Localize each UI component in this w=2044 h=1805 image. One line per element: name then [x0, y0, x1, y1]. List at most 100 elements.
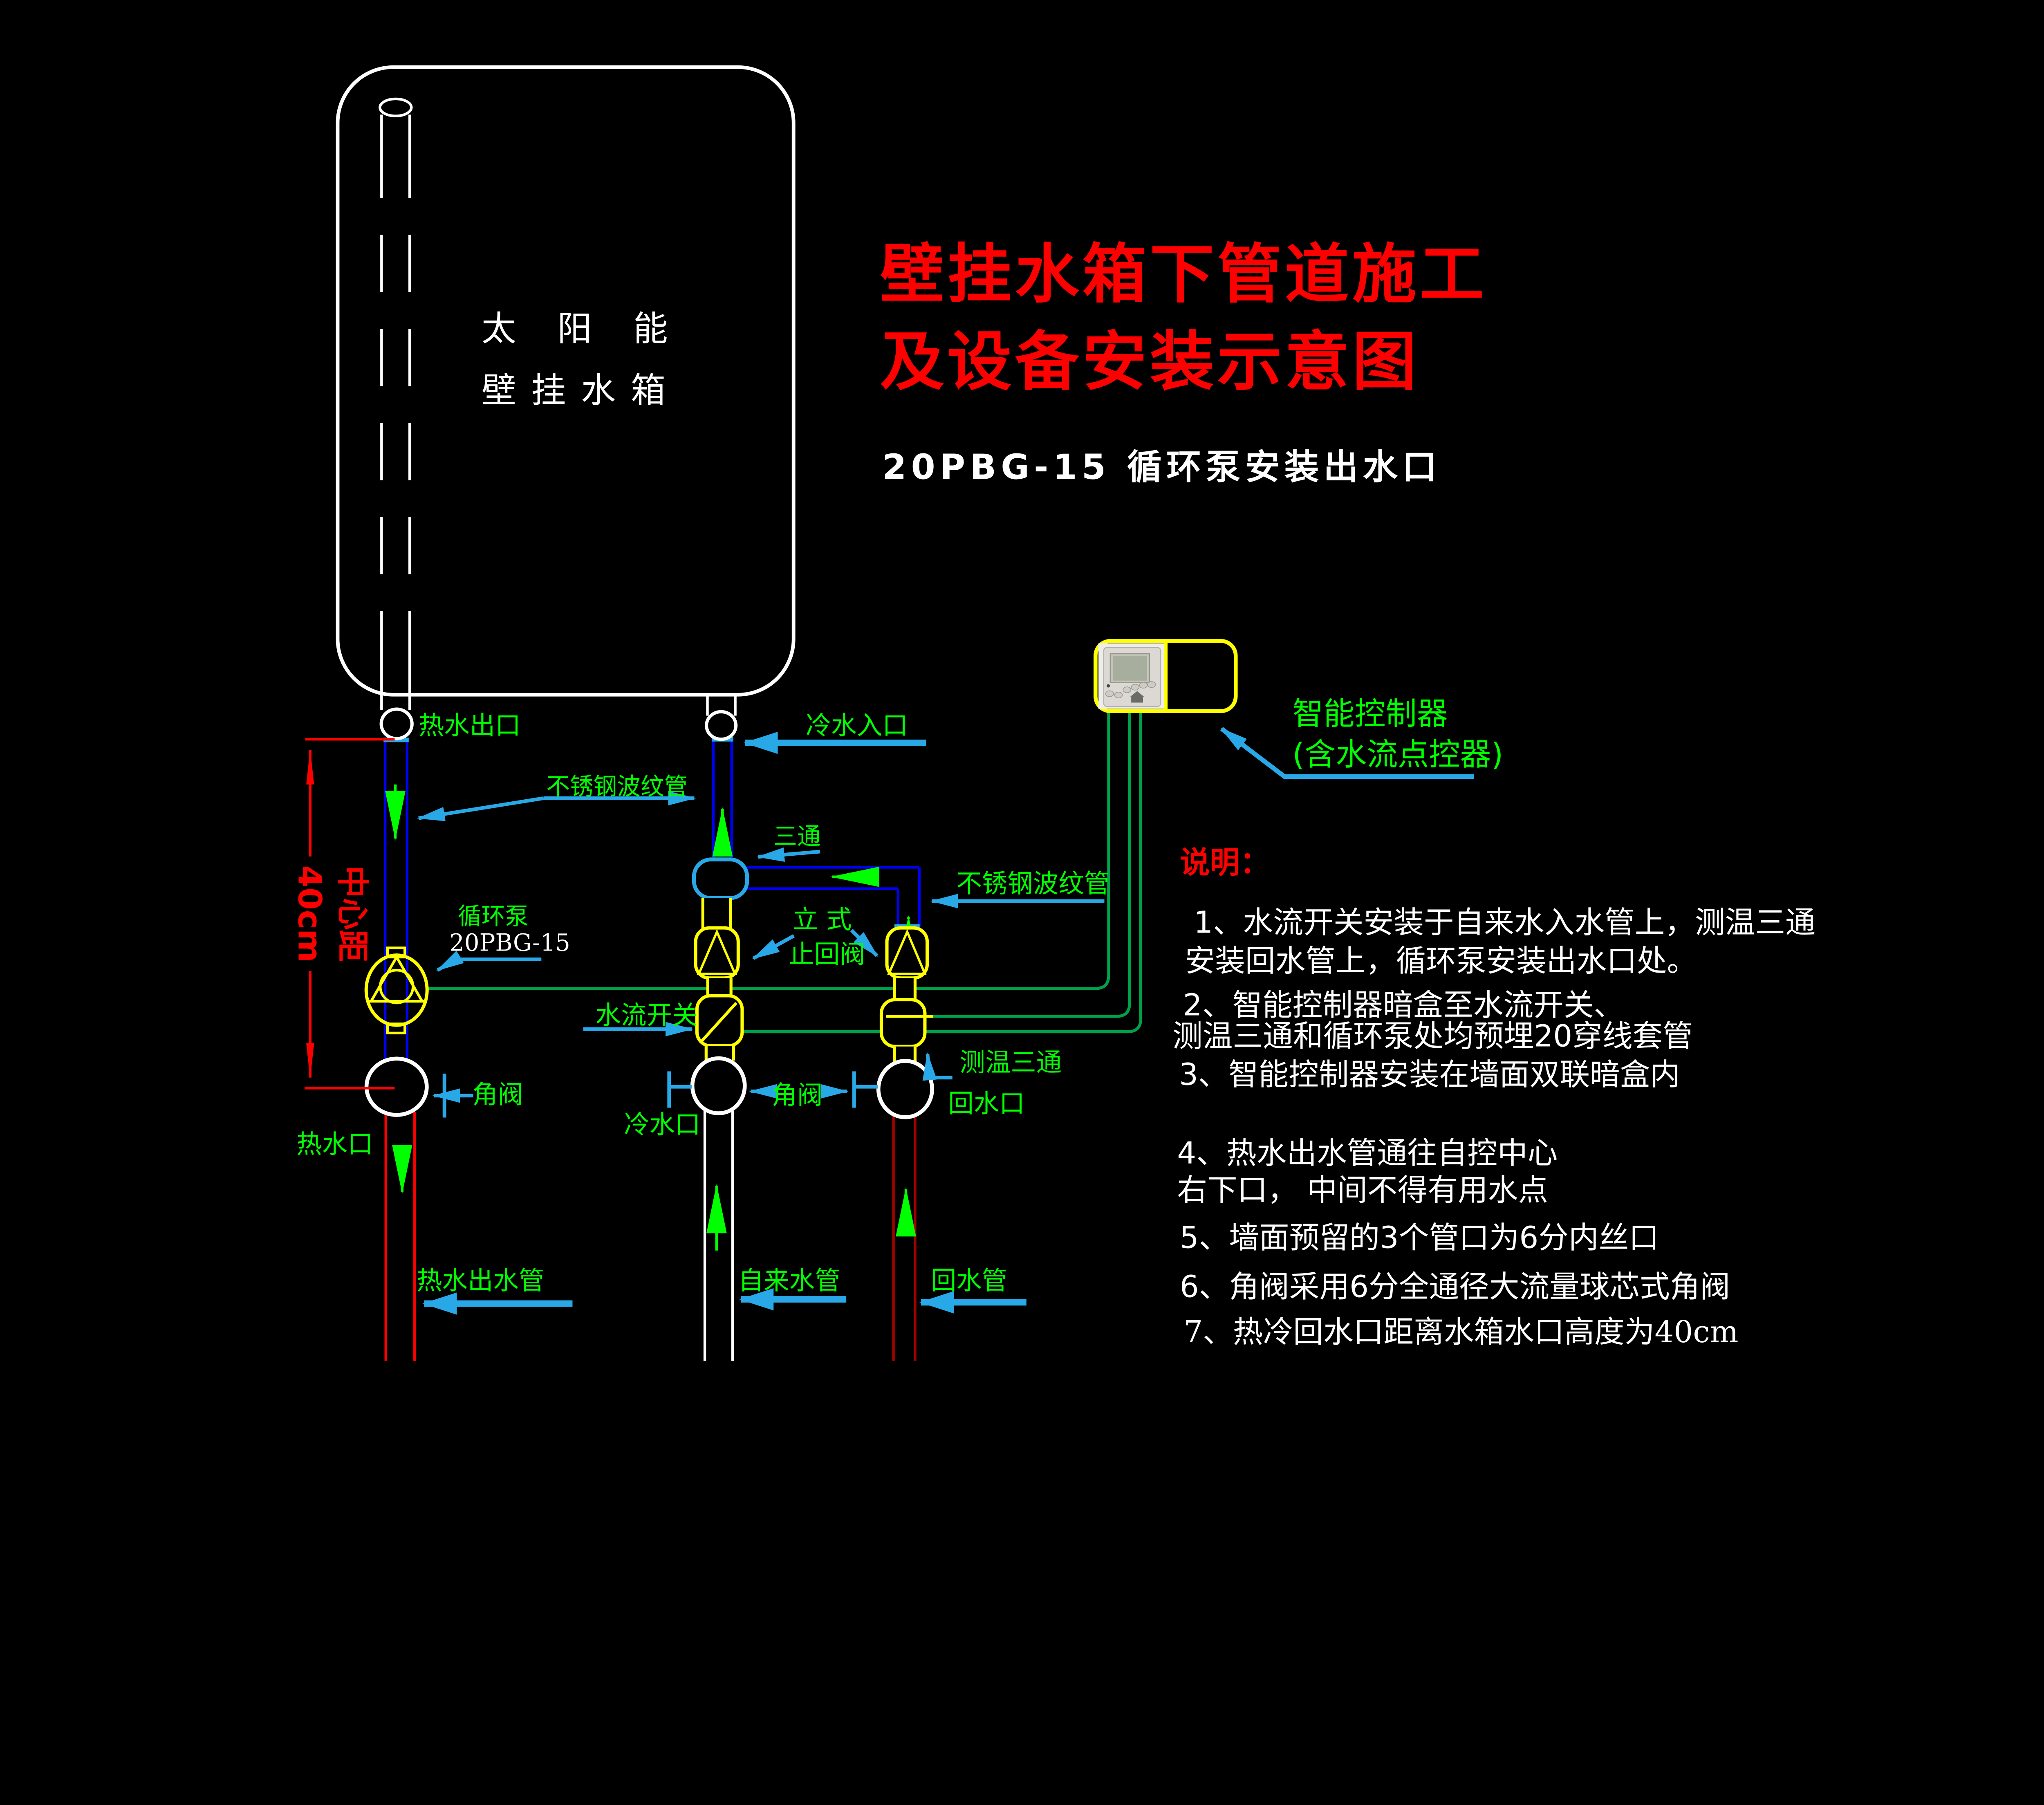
- tank-inner-pipe-dashed: [380, 141, 411, 616]
- cold-inlet-port: [705, 710, 738, 741]
- temp-tee-label: 测温三通: [959, 1047, 1062, 1077]
- dim-label: 中心距: [334, 866, 371, 962]
- wire-to-temp-tee: [933, 710, 1131, 1018]
- pump-leader: [436, 951, 542, 972]
- tee-leader: [756, 847, 820, 862]
- neck-2: [706, 978, 733, 996]
- wire-to-pump: [426, 710, 1110, 990]
- angle-valve-return: [876, 1059, 934, 1119]
- piping-diagram-svg: 太 阳 能 壁挂水箱: [0, 0, 2044, 1446]
- note-line: 右下口， 中间不得有用水点: [1177, 1173, 1548, 1208]
- angle-valve-cold-tick: [667, 1071, 692, 1108]
- tank-outline: [336, 65, 796, 697]
- hot-water-outlet-pipe: [384, 1112, 416, 1361]
- flow-arrows: [385, 784, 919, 1251]
- neck-fill-2: [706, 978, 733, 996]
- controller-leader: [1220, 727, 1474, 779]
- controller-label-line1: 智能控制器: [1292, 695, 1448, 732]
- tap-water-pipe: [703, 1111, 734, 1361]
- return-pipe-label: 回水管: [931, 1265, 1007, 1295]
- temp-tee-body: [879, 998, 927, 1048]
- return-port-label: 回水口: [948, 1089, 1024, 1119]
- angle-valve-cold: [690, 1056, 747, 1115]
- title-line2: 及设备安装示意图: [880, 325, 1420, 399]
- notes-section: 说明： 1、水流开关安装于自来水入水管上，测温三通 安装回水管上，循环泵安装出水…: [1172, 845, 1815, 1350]
- tee-fitting: [692, 857, 749, 900]
- tank-label-line2: 壁挂水箱: [482, 370, 681, 411]
- note-line: 5、墙面预留的3个管口为6分内丝口: [1180, 1220, 1659, 1255]
- note-line: 1、水流开关安装于自来水入水管上，测温三通: [1194, 906, 1815, 940]
- pump-model: 20PBG-15: [449, 929, 570, 957]
- note-line: 安装回水管上，循环泵安装出水口处。: [1185, 944, 1697, 978]
- flex-left-leader-down: [417, 796, 544, 821]
- hot-pipe-label: 热水出水管: [417, 1265, 544, 1295]
- hot-outlet-port: [379, 707, 414, 740]
- solar-tank: 太 阳 能 壁挂水箱: [336, 65, 796, 716]
- cold-inlet-label: 冷水入口: [806, 711, 908, 740]
- neck-4: [893, 978, 917, 1000]
- angle-valve-return-tick: [852, 1071, 878, 1108]
- note-line: 6、角阀采用6分全通径大流量球芯式角阀: [1180, 1270, 1730, 1305]
- fittings: [364, 707, 934, 1119]
- smart-controller: [1094, 639, 1238, 713]
- neck-3: [704, 1046, 735, 1061]
- circulating-pump: [364, 946, 429, 1035]
- check-valve-label-line2: 止回阀: [789, 939, 865, 969]
- neck-5: [893, 1046, 917, 1063]
- thermostat-button[interactable]: [1131, 684, 1140, 691]
- note-line: 测温三通和循环泵处均预埋20穿线套管: [1172, 1019, 1693, 1054]
- thermostat-button[interactable]: [1147, 681, 1156, 688]
- neck-1: [701, 898, 732, 929]
- home-icon: [1130, 691, 1145, 703]
- notes-heading: 说明：: [1180, 845, 1270, 880]
- titles: 壁挂水箱下管道施工 及设备安装示意图 20PBG-15 循环泵安装出水口: [880, 237, 1487, 487]
- flow-switch-symbol: [701, 1002, 737, 1042]
- tap-pipe-label: 自来水管: [738, 1265, 840, 1295]
- temp-tee-leader: [922, 1052, 953, 1081]
- flow-switch-label: 水流开关: [596, 1000, 698, 1030]
- pump-label: 循环泵: [458, 902, 529, 930]
- angle-valve-left-label: 角阀: [472, 1079, 523, 1109]
- note-line: 3、智能控制器安装在墙面双联暗盒内: [1179, 1057, 1680, 1092]
- hot-port-label: 热水口: [296, 1129, 373, 1159]
- center-distance-dimension: 中心距 40cm: [291, 738, 395, 1090]
- note-line: 4、热水出水管通往自控中心: [1177, 1136, 1558, 1171]
- angle-valve-mid-label: 角阀: [772, 1080, 823, 1110]
- cold-port-label: 冷水口: [624, 1110, 700, 1139]
- neck-fill-1: [704, 898, 730, 929]
- check-valve-left: [694, 926, 740, 980]
- diagram-canvas: 太 阳 能 壁挂水箱: [0, 0, 2044, 1446]
- background: [0, 0, 2044, 1446]
- cold-port-stub: [706, 695, 737, 716]
- subtitle: 20PBG-15 循环泵安装出水口: [882, 447, 1441, 487]
- diagram-labels: 热水出口 冷水入口 不锈钢波纹管 三通 不锈钢波纹管 立 式 止回阀 循环泵 2…: [296, 695, 1503, 1295]
- wire-to-flow-switch: [742, 710, 1143, 1034]
- title-line1: 壁挂水箱下管道施工: [880, 237, 1487, 312]
- check-valve-right-symbol: [887, 929, 927, 975]
- tank-inner-pipe-top: [379, 97, 413, 117]
- tank-label-line1: 太 阳 能: [482, 309, 683, 349]
- thermostat-screen: [1113, 655, 1147, 681]
- thermostat-button[interactable]: [1123, 686, 1132, 693]
- pump-impeller: [379, 969, 415, 1005]
- note-line: 2、智能控制器暗盒至水流开关、: [1183, 988, 1624, 1023]
- flex-hose-right-label: 不锈钢波纹管: [956, 868, 1109, 898]
- note-line: 7、热冷回水口距离水箱水口高度为40cm: [1183, 1315, 1738, 1350]
- check-valve-leader-left: [752, 934, 795, 960]
- check-valve-leader-right: [850, 929, 879, 957]
- leaders: [417, 727, 1474, 1315]
- flex-hose-left-label: 不锈钢波纹管: [546, 773, 688, 800]
- neck-fill-4: [893, 978, 917, 1000]
- check-valve-label-line1: 立 式: [793, 904, 852, 934]
- thermostat-button[interactable]: [1105, 690, 1114, 697]
- tank-inner-pipe-solid: [380, 114, 411, 710]
- thermostat-button[interactable]: [1139, 682, 1148, 689]
- wall-pipes: [384, 1111, 917, 1361]
- check-valve-right: [885, 926, 929, 980]
- check-valve-left-symbol: [697, 929, 737, 975]
- thermostat-button[interactable]: [1114, 692, 1123, 699]
- controller-wires: [426, 710, 1143, 1034]
- pump-triangle: [368, 954, 426, 1003]
- thermostat-led: [1107, 684, 1110, 688]
- dim-value: 40cm: [291, 865, 329, 962]
